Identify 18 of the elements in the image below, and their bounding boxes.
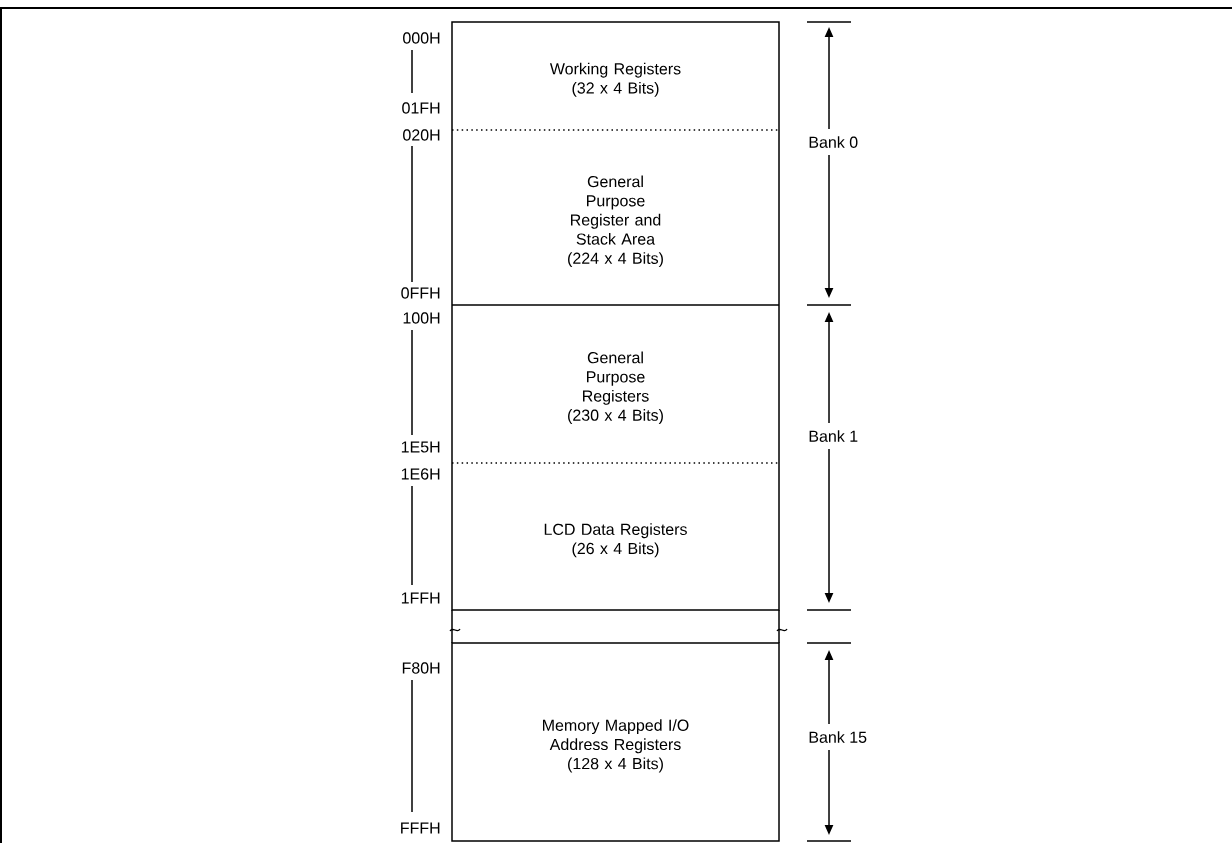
memory-region: LCD Data Registers (26 x 4 Bits) [544, 523, 687, 558]
memory-region: General Purpose Registers (230 x 4 Bits) [568, 351, 663, 424]
memory-region: General Purpose Register and Stack Area (224 x 4 Bits) [568, 175, 663, 268]
memory-region: Memory Mapped I/O Address Registers (128 x 4 Bits) [543, 719, 689, 773]
address-label: 01FH [402, 102, 440, 114]
bank-label: Bank 1 [809, 430, 858, 442]
bank-label: Bank 0 [809, 136, 858, 148]
address-label: F80H [402, 662, 440, 674]
address-label: 1E6H [401, 468, 440, 480]
address-label: FFFH [401, 822, 440, 834]
address-label: 1E5H [401, 441, 440, 453]
address-label: 1FFH [401, 592, 440, 604]
address-label: 020H [403, 129, 440, 141]
bank-label: Bank 15 [809, 731, 867, 743]
memory-region: Working Registers (32 x 4 Bits) [549, 62, 681, 97]
address-label: 0FFH [401, 287, 440, 299]
address-label: 100H [403, 312, 440, 324]
address-label: 000H [403, 32, 440, 44]
